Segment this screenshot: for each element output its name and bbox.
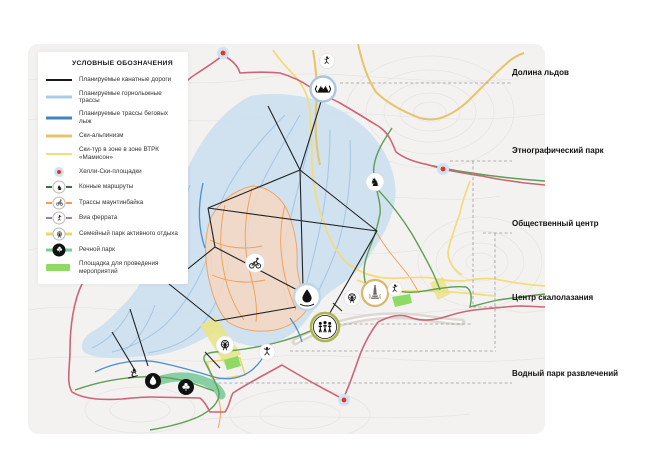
ferris-wheel-lower-marker	[215, 335, 235, 355]
legend-item-xc-ski: Планируемые трассы беговых лыж	[46, 110, 180, 126]
legend-item-mtb: Трассы маунтинбайка	[46, 196, 180, 210]
acrobatics-marker	[258, 343, 276, 361]
river-park-swatch	[46, 243, 72, 257]
clover-icon	[52, 243, 66, 257]
legend-item-heli-ski: Хелли-Ски-площадки	[46, 166, 180, 177]
ferris-wheel-icon	[52, 227, 66, 241]
climber-icon	[52, 211, 66, 225]
horse-route-swatch	[46, 180, 72, 194]
monument-marker	[360, 278, 390, 308]
legend-item-family-park: Семейный парк активного отдыха	[46, 227, 180, 241]
heli-ski-pads	[217, 47, 449, 406]
events-area-swatch	[46, 262, 72, 273]
xc-ski-swatch	[46, 112, 72, 123]
water-point-marker	[145, 373, 161, 389]
cyclist-icon	[52, 196, 66, 210]
legend-title: УСЛОВНЫЕ ОБОЗНАЧЕНИЯ	[72, 60, 173, 67]
ski-mountaineering-marker	[319, 53, 335, 69]
ski-tour-swatch	[46, 148, 72, 159]
map-markers	[127, 53, 403, 395]
zone-label-ethnographic-park: Этнографический парк	[512, 146, 604, 155]
cableways	[111, 94, 378, 373]
zone-label-ice-valley: Долина льдов	[512, 68, 569, 77]
family-activity-park-marker	[309, 311, 341, 343]
legend-item-via-ferrata: Виа феррата	[46, 211, 180, 225]
legend-item-ski-tour: Ски-тур в зоне в зоне ВТРК «Мамисон»	[46, 146, 180, 162]
horse-icon	[52, 180, 66, 194]
zone-label-public-center: Общественный центр	[512, 219, 599, 228]
zone-leader-lines	[213, 82, 512, 384]
legend-item-river-park: Речной парк	[46, 243, 180, 257]
zone-label-water-park: Водный парк развлечений	[512, 369, 619, 378]
climbing-center-marker	[387, 281, 403, 297]
family-park-swatch	[46, 227, 72, 241]
heli-ski-swatch	[46, 166, 72, 177]
events-area-2	[224, 356, 241, 370]
legend-panel: УСЛОВНЫЕ ОБОЗНАЧЕНИЯ Планируемые канатны…	[38, 52, 188, 285]
via-ferrata-swatch	[46, 211, 72, 225]
legend-item-cableways: Планируемые канатные дороги	[46, 74, 180, 85]
river-park-marker	[178, 379, 194, 395]
ski-slope-swatch	[46, 92, 72, 103]
legend-item-horse-routes: Конные маршруты	[46, 180, 180, 194]
zone-label-climbing-center: Центр скалолазания	[512, 293, 594, 302]
ferris-wheel-upper-marker	[343, 289, 361, 307]
waterfalls-marker	[292, 282, 322, 312]
legend-item-ski-slopes: Планируемые горнолыжные трассы	[46, 90, 180, 106]
legend-item-events-area: Площадка для проведения мероприятий	[46, 260, 180, 276]
mtb-swatch	[46, 196, 72, 210]
ski-alpinism-swatch	[46, 130, 72, 141]
ice-valley-marker	[309, 75, 337, 103]
mountain-bike-marker	[245, 253, 265, 273]
river-park-band	[153, 372, 226, 400]
horse-riding-marker	[365, 172, 385, 192]
events-area-1	[392, 294, 412, 307]
legend-item-ski-alpinism: Ски-альпинизм	[46, 130, 180, 141]
cableway-swatch	[46, 74, 72, 85]
